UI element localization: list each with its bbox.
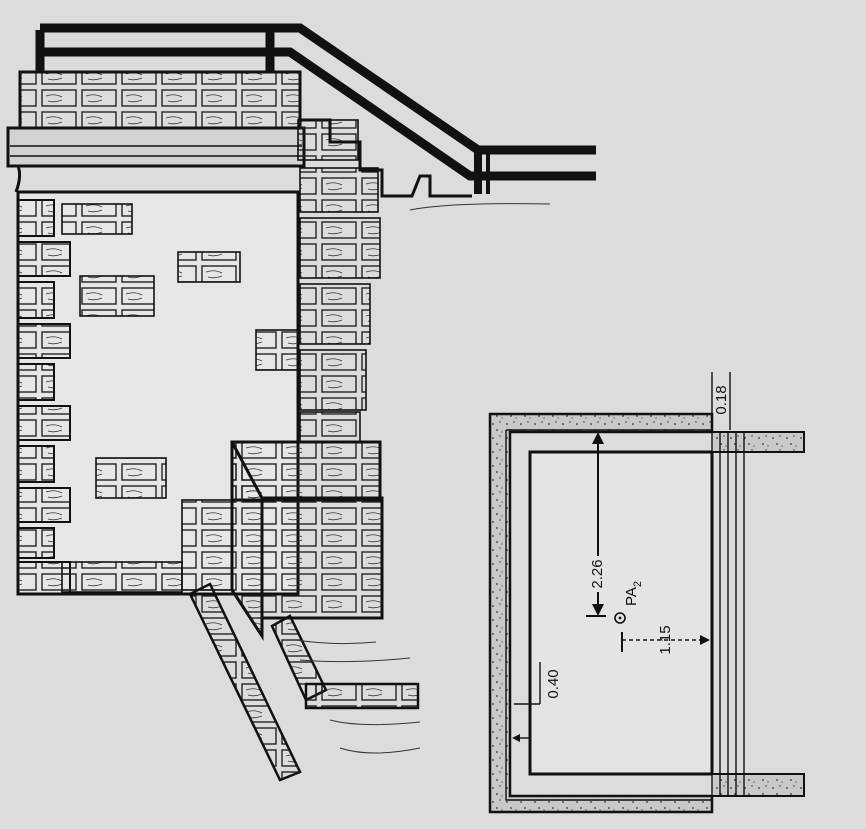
ground-ledge bbox=[188, 582, 421, 782]
dim-label-height: 2.26 bbox=[589, 559, 606, 588]
dim-height: 2.26 bbox=[586, 432, 610, 617]
point-label: PA2 bbox=[623, 581, 644, 606]
dim-wall-thickness: 0.40 bbox=[512, 662, 562, 742]
railing bbox=[35, 23, 596, 194]
wall-sketch bbox=[6, 23, 596, 782]
stair-profile bbox=[298, 118, 472, 198]
dim-depth: 1.15 bbox=[621, 625, 710, 655]
cornice-band bbox=[6, 126, 306, 168]
dim-label-depth: 1.15 bbox=[657, 625, 674, 654]
dim-label-wall-thickness: 0.40 bbox=[545, 669, 562, 698]
niche-block bbox=[181, 440, 384, 642]
exposed-bricks bbox=[61, 203, 299, 593]
left-brick-column bbox=[17, 199, 71, 595]
section-drawing: 0.18 2.26 PA2 1.15 bbox=[488, 372, 805, 814]
dim-top-thickness: 0.18 bbox=[711, 372, 731, 430]
point-label-sub: 2 bbox=[632, 581, 644, 587]
coping-block bbox=[18, 70, 302, 132]
right-masonry bbox=[297, 119, 381, 443]
slab-extension bbox=[712, 431, 805, 453]
dim-label-top-thickness: 0.18 bbox=[713, 385, 730, 414]
point-label-main: PA bbox=[623, 587, 640, 606]
hatched-wall bbox=[711, 432, 745, 796]
point-marker: PA2 bbox=[614, 581, 644, 624]
